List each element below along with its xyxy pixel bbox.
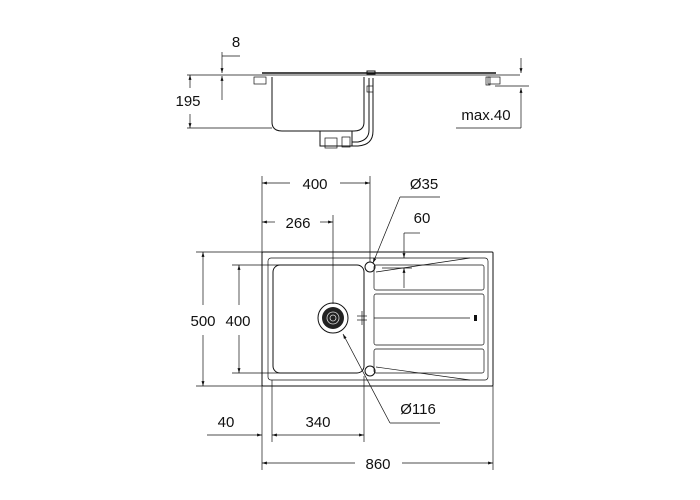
section-view: 8 195 max.40 [175,34,529,149]
dim-counter-label: max.40 [461,107,510,124]
dim-rim-label: 8 [232,34,240,51]
plan-view: 400 266 Ø35 60 500 400 Ø116 [190,176,494,473]
dim-depth-label: 195 [175,93,200,110]
dim-tap-hole-label: Ø35 [410,176,438,193]
dim-bowl-center-width-label: 400 [302,176,327,193]
dim-edge-label: 40 [218,414,235,431]
dim-drain-offset-label: 266 [285,215,310,232]
dim-overall-depth-label: 500 [190,313,215,330]
dim-overall-width-label: 860 [365,456,390,473]
dim-tap-offset-label: 60 [414,210,431,227]
dim-bowl-width-label: 340 [305,414,330,431]
dim-drain-label: Ø116 [400,401,436,418]
dim-bowl-depth-label: 400 [225,313,250,330]
